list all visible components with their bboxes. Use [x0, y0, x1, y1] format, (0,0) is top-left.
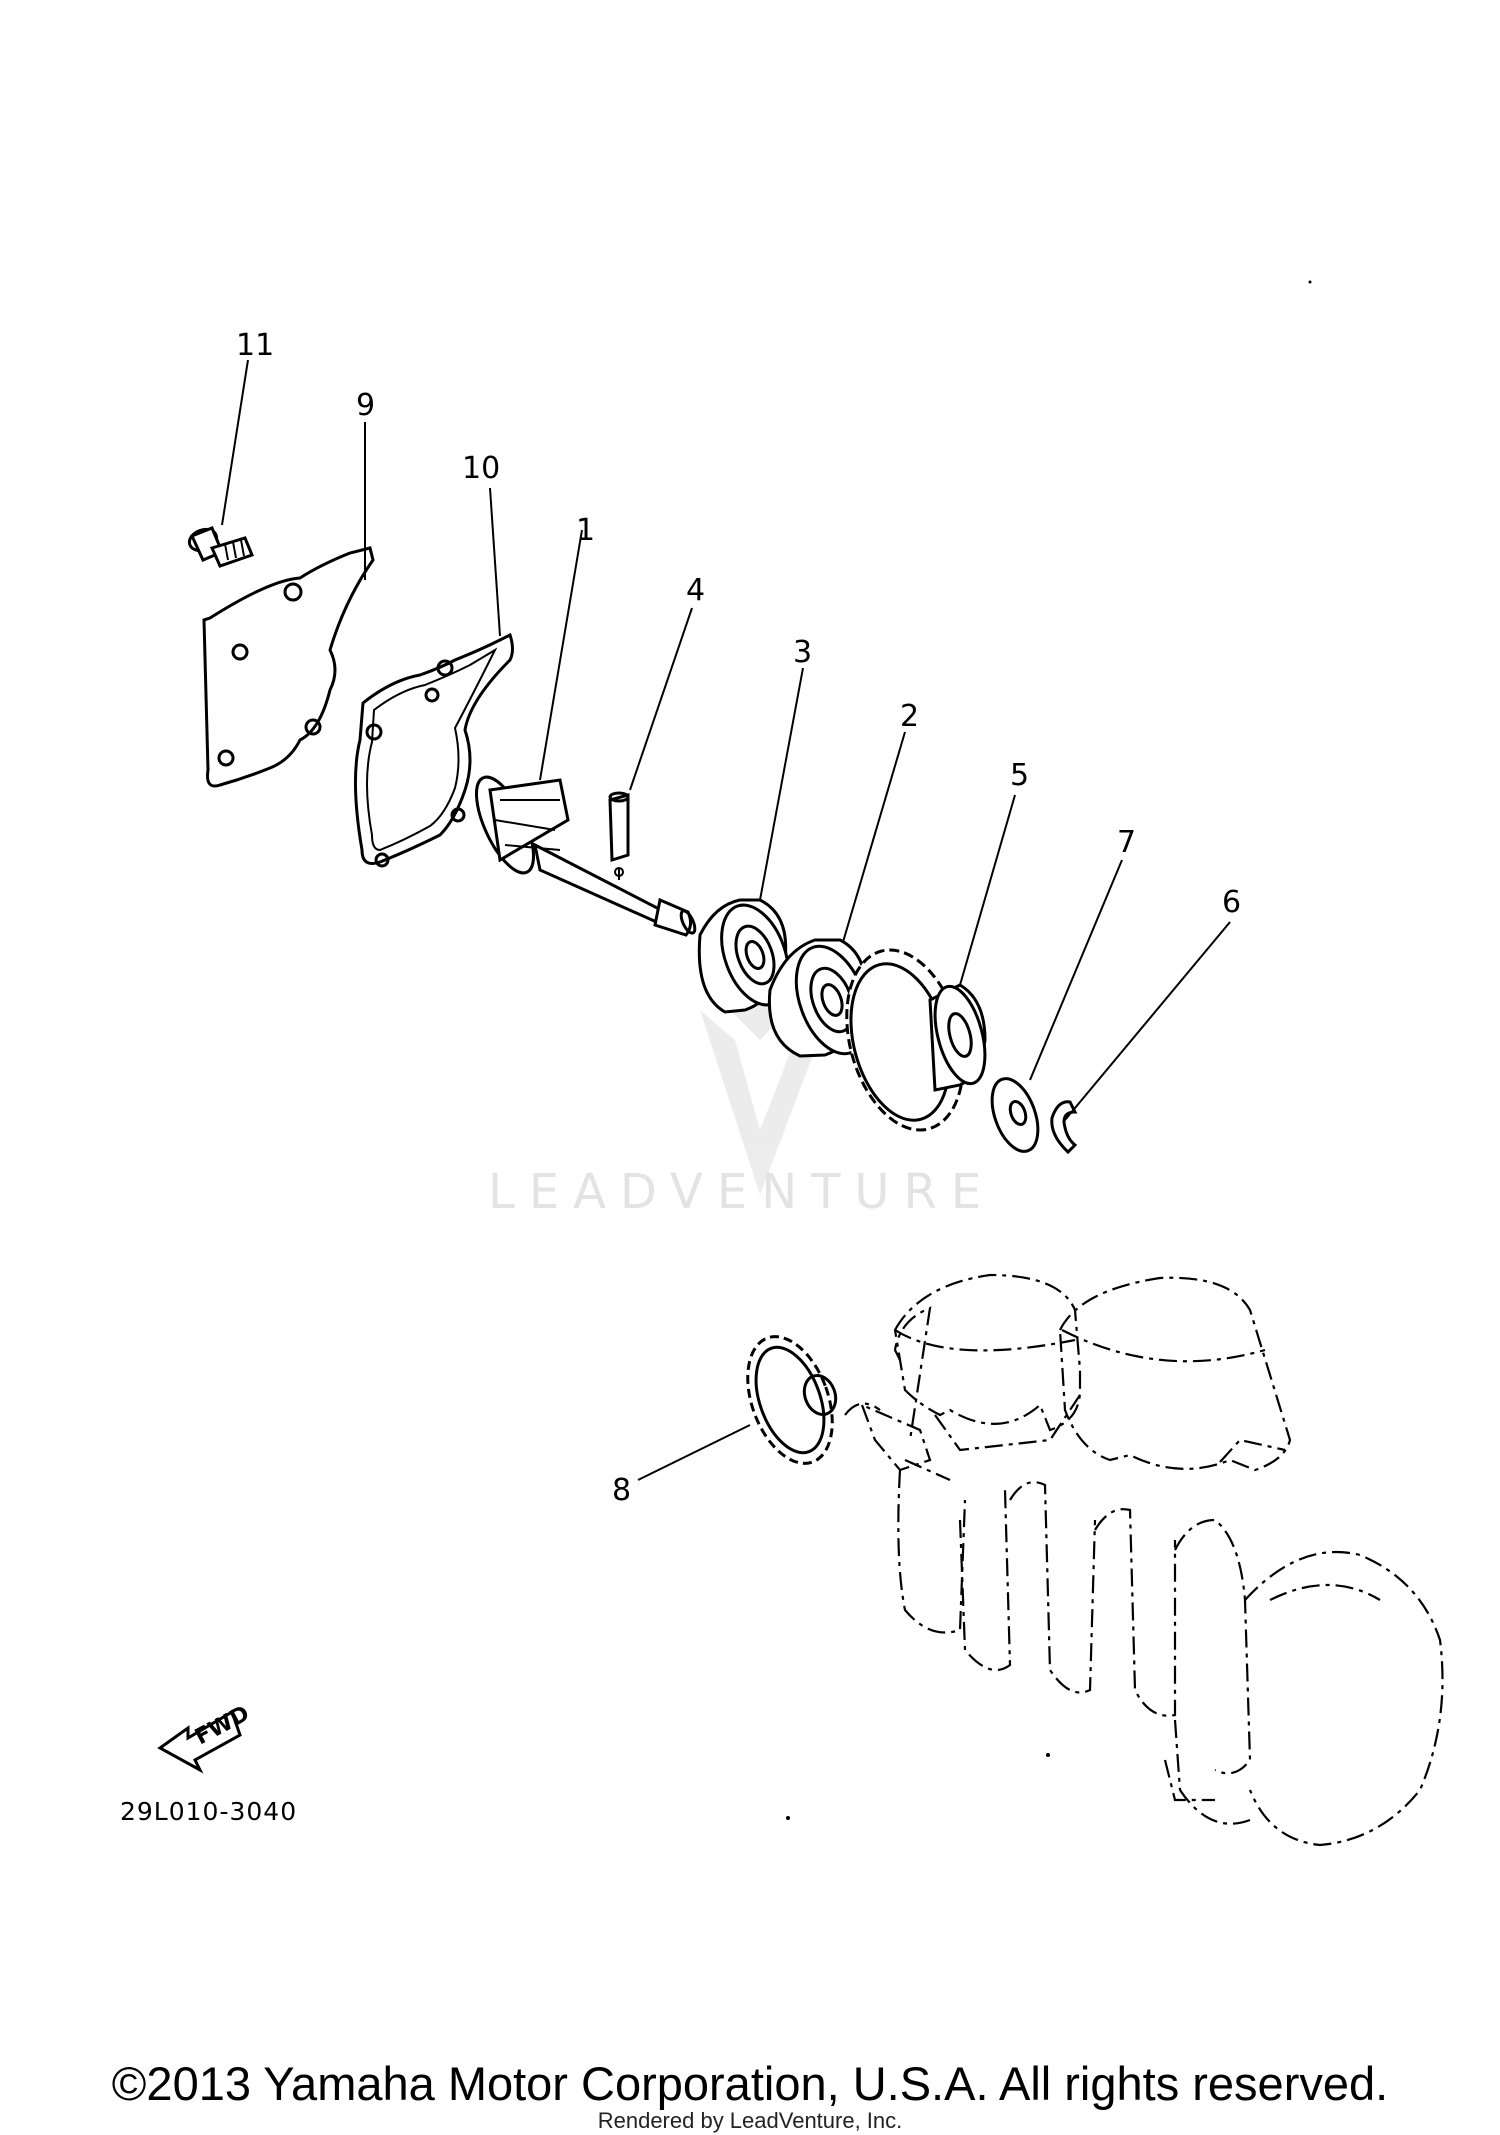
leader-10: [489, 487, 501, 637]
callout-8: 8: [612, 1473, 631, 1508]
callout-9: 9: [356, 388, 375, 423]
bearing-part-3: [697, 898, 790, 1014]
callout-6: 6: [1222, 885, 1241, 920]
leader-7: [1029, 859, 1123, 1081]
rendered-by-credit: Rendered by LeadVenture, Inc.: [597, 2108, 903, 2133]
callout-11: 11: [236, 328, 274, 363]
callout-3: 3: [793, 635, 812, 670]
leader-5: [959, 794, 1016, 986]
callout-4: 4: [686, 573, 705, 608]
leader-6: [1064, 921, 1231, 1121]
leader-lines: [221, 359, 1231, 1481]
callout-2: 2: [900, 699, 919, 734]
callout-5: 5: [1010, 758, 1029, 793]
leader-11: [221, 359, 249, 526]
bolt-part-11: [187, 526, 254, 568]
leader-2: [842, 731, 906, 943]
speck: [786, 1816, 790, 1820]
leader-1: [539, 529, 583, 781]
washer-part-7: [990, 1077, 1040, 1153]
fwd-arrow-icon: FWD: [157, 1701, 254, 1774]
copyright-notice: ©2013 Yamaha Motor Corporation, U.S.A. A…: [111, 2057, 1389, 2110]
leader-8: [637, 1424, 751, 1481]
pin-part-4: [608, 791, 630, 880]
callout-10: 10: [462, 451, 500, 486]
diagram-code: 29L010-3040: [120, 1797, 297, 1826]
drive-gear-part-8: [746, 1335, 838, 1465]
gear-part-5: [845, 948, 987, 1132]
speck: [1308, 280, 1312, 284]
gasket-part-10: [353, 632, 514, 868]
impeller-shaft-part-1: [475, 775, 697, 937]
watermark-text: LEADVENTURE: [488, 1164, 995, 1220]
cover-part-9: [202, 546, 375, 788]
circlip-part-6: [1050, 1100, 1078, 1155]
callout-1: 1: [576, 513, 595, 548]
speck: [1046, 1753, 1050, 1757]
callout-7: 7: [1117, 825, 1136, 860]
leader-3: [759, 667, 804, 901]
leader-4: [629, 607, 693, 791]
crankshaft-assembly: [844, 1273, 1444, 1847]
